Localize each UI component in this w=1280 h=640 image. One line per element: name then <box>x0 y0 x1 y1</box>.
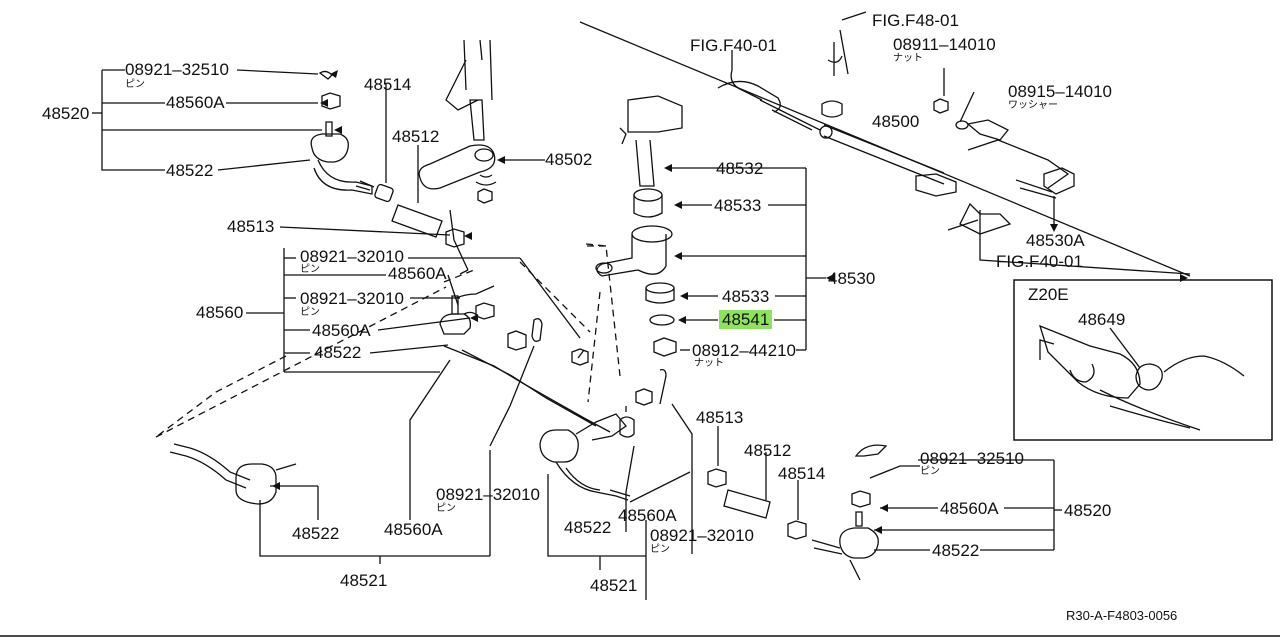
part-48560-left[interactable]: 48560 <box>196 303 244 322</box>
pin-label: ピン <box>125 79 145 90</box>
ref-fig-f48-01[interactable]: FIG.F48-01 <box>872 11 959 30</box>
part-48530A[interactable]: 48530A <box>1026 231 1085 250</box>
pin-icon <box>318 70 333 80</box>
part-08921-32510-bottom-right[interactable]: 08921–32510 <box>920 449 1025 468</box>
part-48513-left[interactable]: 48513 <box>227 217 275 236</box>
part-48560A-top-left[interactable]: 48560A <box>166 93 225 112</box>
nut-label: ナット <box>694 358 724 369</box>
ball-joint-icon <box>325 121 333 137</box>
ref-fig-f40-01-bottom[interactable]: FIG.F40-01 <box>996 252 1083 271</box>
sleeve-icon <box>391 204 443 238</box>
part-48520-right[interactable]: 48520 <box>1064 501 1112 520</box>
part-08921-32010-c[interactable]: 08921–32010 <box>436 485 541 504</box>
part-48560A-mid[interactable]: 48560A <box>388 264 447 283</box>
part-08912-44210[interactable]: 08912–44210 <box>692 341 797 360</box>
part-48533-a[interactable]: 48533 <box>714 196 762 215</box>
part-48530[interactable]: 48530 <box>828 269 876 288</box>
highlight-48541: 48541 <box>719 310 773 329</box>
part-08921-32510-top-left[interactable]: 08921–32510 <box>125 60 230 79</box>
part-48560A-bottom-left[interactable]: 48560A <box>384 520 443 539</box>
ref-fig-f40-01-top[interactable]: FIG.F40-01 <box>690 36 777 55</box>
inset-title-z20e: Z20E <box>1028 285 1069 304</box>
part-48514-top[interactable]: 48514 <box>364 75 412 94</box>
part-48541-highlighted[interactable]: 48541 <box>719 310 773 329</box>
pin-label: ピン <box>436 503 456 514</box>
part-48522-bottom-left[interactable]: 48522 <box>292 524 340 543</box>
diagram-code: R30-A-F4803-0056 <box>1066 608 1178 623</box>
part-48512-bottom[interactable]: 48512 <box>744 441 792 460</box>
part-48522-mid[interactable]: 48522 <box>314 343 362 362</box>
part-48532[interactable]: 48532 <box>716 159 764 178</box>
nut-label: ナット <box>893 53 923 64</box>
part-08911-14010[interactable]: 08911–14010 <box>893 35 996 54</box>
part-48560A-bottom-center[interactable]: 48560A <box>618 506 677 525</box>
part-48521-left[interactable]: 48521 <box>340 571 388 590</box>
part-48513-bottom[interactable]: 48513 <box>696 408 744 427</box>
part-08921-32010-b[interactable]: 08921–32010 <box>300 289 405 308</box>
part-48502[interactable]: 48502 <box>545 150 593 169</box>
pin-label: ピン <box>300 307 320 318</box>
pin-label: ピン <box>650 544 670 555</box>
bushing-icon <box>374 183 394 203</box>
part-48512-top[interactable]: 48512 <box>392 127 440 146</box>
part-48500[interactable]: 48500 <box>872 112 920 131</box>
z20e-inset <box>1013 279 1273 441</box>
part-48522-top-left[interactable]: 48522 <box>166 161 214 180</box>
part-48521-center[interactable]: 48521 <box>590 576 638 595</box>
part-48520-left[interactable]: 48520 <box>42 104 90 123</box>
part-08921-32010-d[interactable]: 08921–32010 <box>650 526 755 545</box>
washer-label: ワッシャー <box>1008 100 1058 111</box>
castle-nut-icon <box>321 92 341 110</box>
ball-joint-icon <box>235 463 277 505</box>
idler-bracket-icon <box>627 95 683 133</box>
part-48522-bottom-center[interactable]: 48522 <box>564 518 612 537</box>
part-48649[interactable]: 48649 <box>1078 310 1126 329</box>
part-08915-14010[interactable]: 08915–14010 <box>1008 82 1113 101</box>
ball-joint-icon <box>439 313 472 335</box>
pin-label: ピン <box>300 264 320 275</box>
idler-arm-icon <box>418 144 496 190</box>
part-48522-bottom-right[interactable]: 48522 <box>932 541 980 560</box>
part-48533-b[interactable]: 48533 <box>722 287 770 306</box>
pin-label: ピン <box>920 466 940 477</box>
part-48560A-bottom-right[interactable]: 48560A <box>940 499 999 518</box>
part-48560A-mid2[interactable]: 48560A <box>312 321 371 340</box>
part-08921-32010-a[interactable]: 08921–32010 <box>300 247 405 266</box>
part-48514-bottom[interactable]: 48514 <box>778 464 826 483</box>
